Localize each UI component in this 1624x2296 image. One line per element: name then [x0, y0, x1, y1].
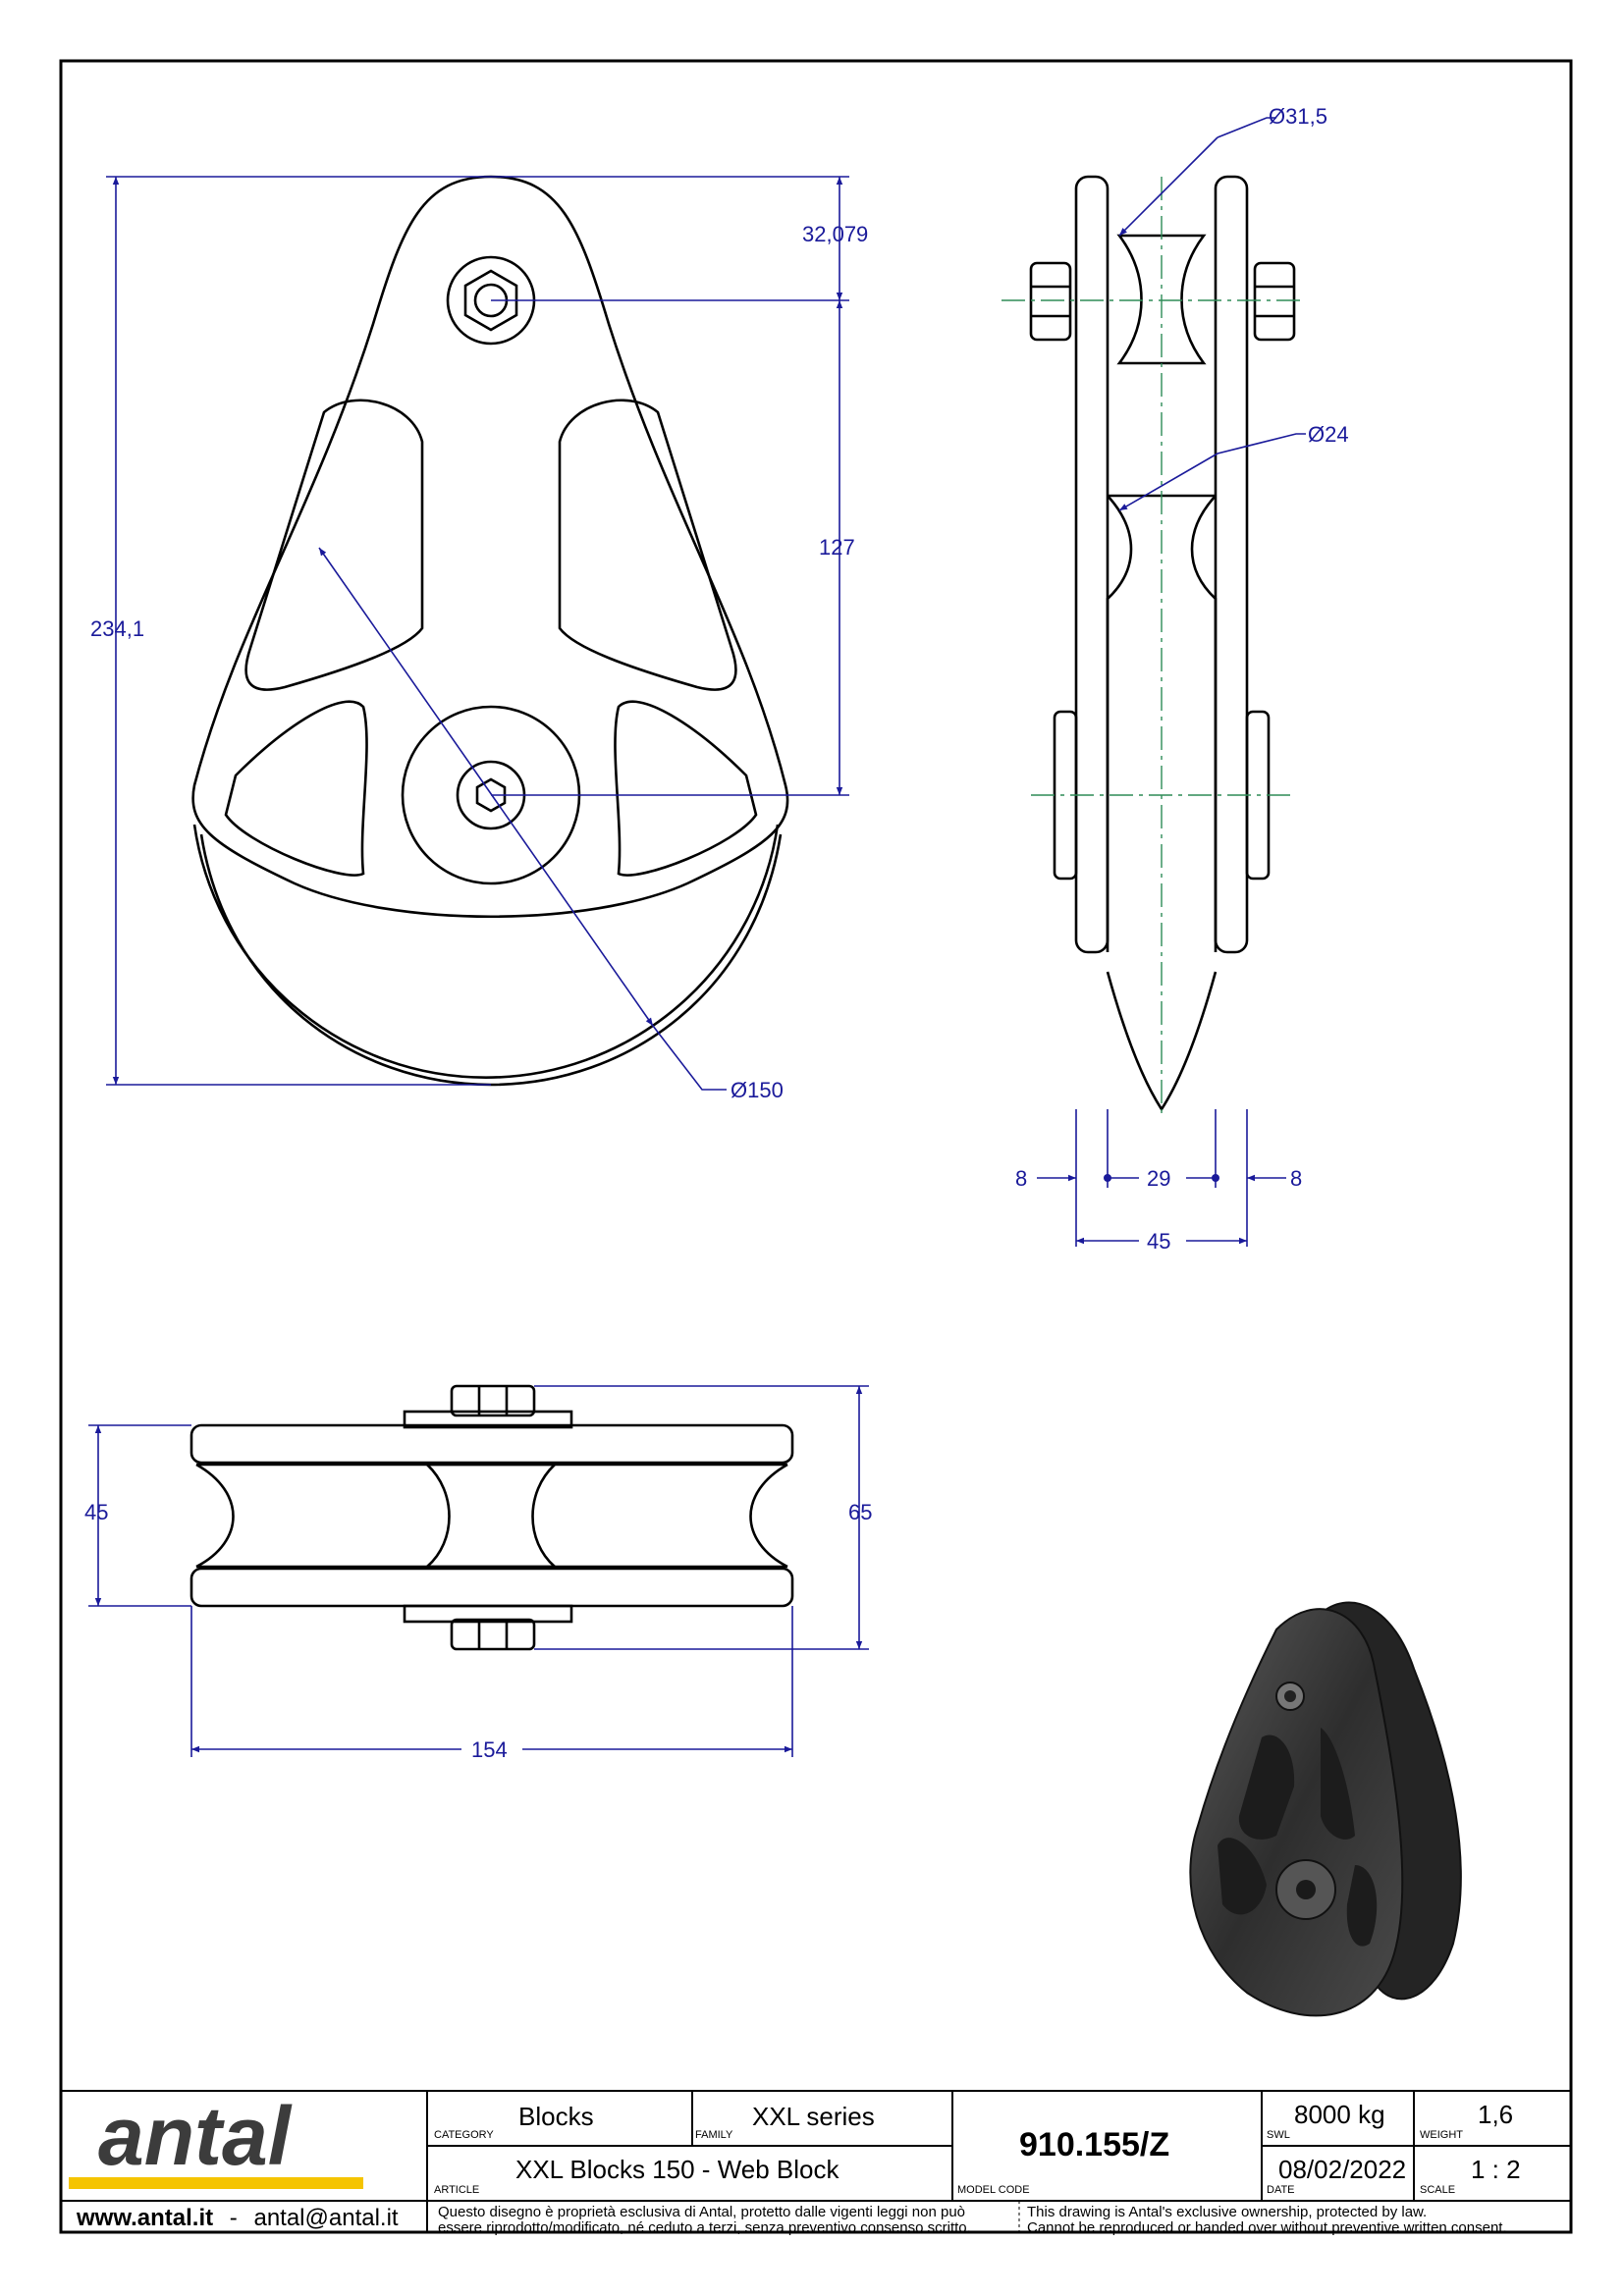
dim-plate-height: 45 — [84, 1500, 108, 1524]
weight-label: WEIGHT — [1420, 2129, 1463, 2141]
front-view-dimensions — [106, 176, 849, 1091]
notice-english-line-2: Cannot be reproduced or handed over with… — [1027, 2219, 1507, 2236]
weight-value: 1,6 — [1478, 2100, 1513, 2129]
side-view — [1029, 175, 1296, 1112]
dim-total-width: 45 — [1147, 1229, 1170, 1254]
company-logo: antal — [98, 2090, 293, 2182]
dim-groove-diameter: Ø24 — [1308, 422, 1349, 447]
model-code-label: MODEL CODE — [957, 2184, 1030, 2196]
date-value: 08/02/2022 — [1278, 2155, 1406, 2184]
block-render — [1189, 1601, 1462, 2017]
front-view — [191, 175, 789, 1087]
dim-center-distance: 127 — [819, 535, 855, 560]
date-label: DATE — [1267, 2184, 1295, 2196]
category-value: Blocks — [518, 2102, 594, 2131]
article-value: XXL Blocks 150 - Web Block — [515, 2155, 839, 2184]
article-label: ARTICLE — [434, 2184, 479, 2196]
email-link[interactable]: antal@antal.it — [253, 2205, 398, 2231]
family-value: XXL series — [752, 2102, 875, 2131]
notice-italian-line-1: Questo disegno è proprietà esclusiva di … — [438, 2204, 965, 2220]
dim-sheave-width: 29 — [1147, 1166, 1170, 1191]
notice-italian-line-2: essere riprodotto/modificato, né ceduto … — [438, 2219, 971, 2236]
scale-value: 1 : 2 — [1471, 2155, 1521, 2184]
drawing-border — [59, 59, 1573, 2234]
model-code-value: 910.155/Z — [1019, 2126, 1169, 2163]
notice-english-line-1: This drawing is Antal's exclusive owners… — [1027, 2204, 1427, 2220]
dim-sheave-diameter: Ø150 — [731, 1078, 784, 1102]
dim-total-height: 234,1 — [90, 616, 144, 641]
dim-overall-height: 65 — [848, 1500, 872, 1524]
swl-value: 8000 kg — [1294, 2100, 1385, 2129]
scale-label: SCALE — [1420, 2184, 1455, 2196]
category-label: CATEGORY — [434, 2129, 494, 2141]
bottom-view — [189, 1384, 794, 1651]
side-view-centerlines — [1001, 177, 1306, 1119]
logo-bar — [69, 2177, 363, 2189]
dim-side-plate-left: 8 — [1015, 1166, 1027, 1191]
dim-bolt-diameter: Ø31,5 — [1269, 104, 1327, 129]
bottom-view-dimensions — [88, 1385, 869, 1757]
title-block — [61, 2090, 1571, 2232]
website-line: www.antal.it - antal@antal.it — [76, 2205, 399, 2231]
dim-top-offset: 32,079 — [802, 222, 868, 246]
dim-overall-length: 154 — [471, 1737, 508, 1762]
swl-label: SWL — [1267, 2129, 1290, 2141]
website-link[interactable]: www.antal.it — [76, 2205, 213, 2231]
dim-side-plate-right: 8 — [1290, 1166, 1302, 1191]
family-label: FAMILY — [695, 2129, 733, 2141]
